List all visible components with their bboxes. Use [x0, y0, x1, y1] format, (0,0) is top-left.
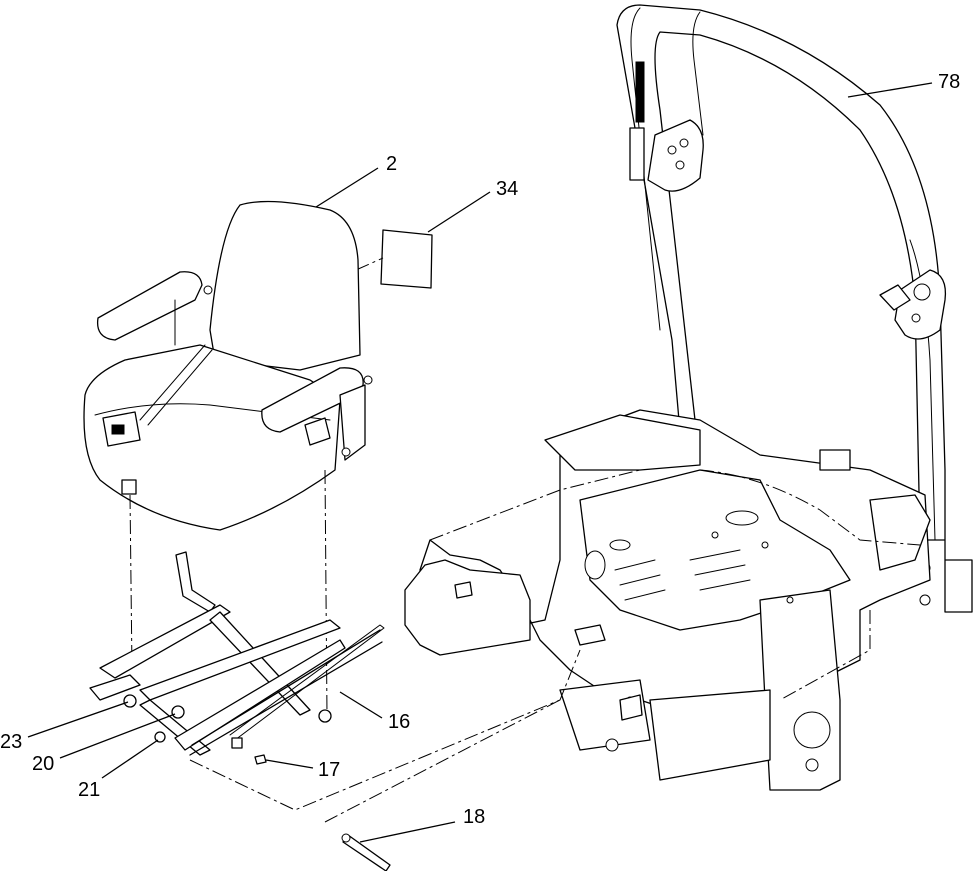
seat-slides [89, 469, 581, 823]
decal-34 [355, 229, 433, 289]
callout-78: 78 [938, 71, 960, 93]
callout-17: 17 [318, 759, 340, 781]
callout-2: 2 [386, 153, 397, 175]
chassis-frame [404, 409, 931, 791]
callout-18: 18 [463, 806, 485, 828]
pin-18 [341, 833, 391, 871]
seat-2 [83, 200, 373, 531]
rops-roll-bar [616, 4, 973, 613]
callout-21: 21 [78, 779, 100, 801]
callout-34: 34 [496, 178, 518, 200]
callout-leaders [27, 82, 933, 843]
callout-16: 16 [388, 711, 410, 733]
callout-20: 20 [32, 753, 54, 775]
callout-labels: 2 34 78 16 17 18 20 21 23 [0, 71, 960, 828]
callout-23: 23 [0, 731, 22, 753]
